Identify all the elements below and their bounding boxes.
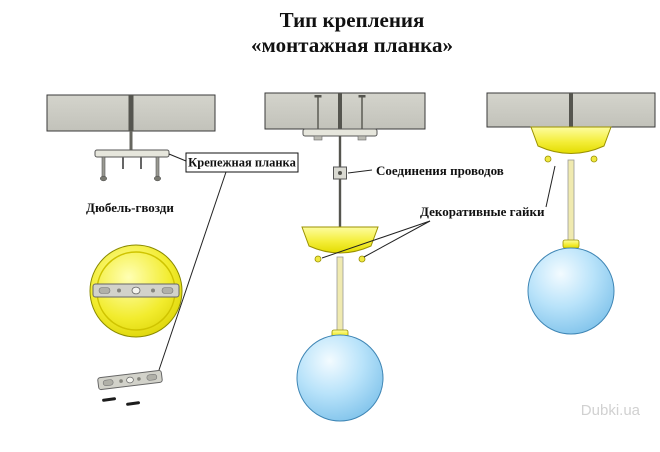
loose-dowel-nails xyxy=(102,397,141,406)
hanger-stem xyxy=(338,136,342,168)
dowel-nail-pins xyxy=(100,156,161,182)
ceiling-pipe-middle xyxy=(338,93,342,129)
strip-inside-canopy xyxy=(92,283,180,298)
glass-ball-right xyxy=(527,247,615,335)
pointer-plate-to-strip xyxy=(158,171,227,371)
screw-right xyxy=(361,96,363,136)
mounting-strip-loose xyxy=(97,369,163,391)
pointer-nut-2 xyxy=(363,220,431,258)
wire-down xyxy=(338,179,342,227)
decorative-nut-right-fixture-1 xyxy=(544,155,552,163)
screw-left-cap xyxy=(314,95,322,98)
canopy-middle xyxy=(301,226,379,254)
label-wire-connections: Соединения проводов xyxy=(376,163,504,178)
label-box-mounting-plate xyxy=(185,152,299,173)
pointer-junction xyxy=(347,169,373,174)
ball-connector-right xyxy=(562,239,580,249)
label-decorative-nuts: Декоративные гайки xyxy=(420,204,545,219)
page-title-line1: Тип крепления xyxy=(280,8,425,32)
pointer-plate xyxy=(168,153,187,162)
glass-ball-middle xyxy=(296,334,384,422)
ceiling-pipe-right xyxy=(569,93,573,127)
ceiling-pipe-left xyxy=(128,95,134,131)
page-title-line2: «монтажная планка» xyxy=(251,33,453,57)
screw-left xyxy=(317,96,319,136)
lamp-rod-middle xyxy=(336,256,344,333)
junction-dot xyxy=(338,171,342,175)
step3-assembled-lamp xyxy=(486,92,656,335)
nut-left xyxy=(313,135,323,141)
label-dowel-nails: Дюбель-гвозди xyxy=(86,200,174,215)
mounting-plate-bar xyxy=(94,149,170,158)
label-mounting-plate: Крепежная планка xyxy=(188,156,296,170)
canopy-right xyxy=(530,126,612,154)
pointer-nut-3 xyxy=(545,165,556,208)
step1-mounting-plate-install: Крепежная планка Дюбель-гвозди xyxy=(46,94,299,406)
mounting-plate-fixed xyxy=(302,128,378,137)
decorative-nut-left xyxy=(314,255,322,263)
screw-right-cap xyxy=(358,95,366,98)
decorative-nut-right-fixture-2 xyxy=(590,155,598,163)
decorative-nut-right xyxy=(358,255,366,263)
step2-wiring-and-canopy: Соединения проводов Декоративные гайки xyxy=(264,92,556,422)
nut-right xyxy=(357,135,367,141)
watermark: Dubki.ua xyxy=(581,402,641,419)
ceiling-panel-middle xyxy=(264,92,426,130)
pointer-nut-1 xyxy=(321,220,431,259)
lamp-rod-right xyxy=(567,159,575,243)
stem-left xyxy=(129,131,133,151)
